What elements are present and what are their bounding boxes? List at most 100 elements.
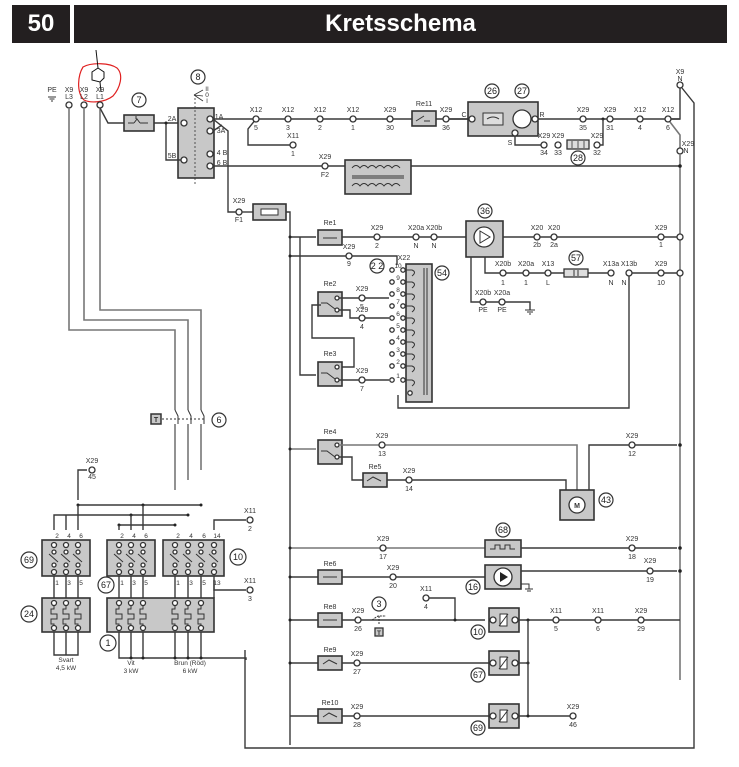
fuse-f1: X29 F1 xyxy=(233,198,291,745)
terminal-id: X29 xyxy=(371,225,384,232)
contactor-pin-bottom: 3 xyxy=(132,580,136,587)
terminal-pin: 6 xyxy=(666,125,670,132)
contactor-pin-bottom: 1 xyxy=(176,580,180,587)
terminal-pin: 29 xyxy=(637,626,645,633)
terminal-pin: 33 xyxy=(554,150,562,157)
terminal-id: X12 xyxy=(282,107,295,114)
heater-terminal xyxy=(50,624,58,632)
terminal-id: X29 xyxy=(440,107,453,114)
terminal-pin: L3 xyxy=(65,94,73,101)
terminal-pin: 7 xyxy=(360,386,364,393)
coil-segment xyxy=(406,365,415,373)
component-number: 1 xyxy=(105,638,110,648)
terminal-id: X12 xyxy=(250,107,263,114)
motor-label: M xyxy=(574,503,580,510)
component-number: 10 xyxy=(473,627,483,637)
component-number: 67 xyxy=(101,580,111,590)
component-number: 67 xyxy=(473,670,483,680)
contactor-contact xyxy=(116,549,122,555)
heater-terminal xyxy=(139,624,147,632)
terminal-id: X29 xyxy=(403,468,416,475)
contactor-pin-top: 6 xyxy=(144,533,148,540)
coil-segment xyxy=(406,305,415,313)
heater-terminal xyxy=(184,624,192,632)
heater-element xyxy=(74,606,82,626)
heater-element xyxy=(62,606,70,626)
terminal-pin: 3 xyxy=(248,596,252,603)
terminal-id: X13a xyxy=(603,261,619,268)
terminal-pin: 18 xyxy=(628,554,636,561)
terminal-id: X11 xyxy=(550,608,562,615)
contactor-terminal xyxy=(127,541,135,549)
terminal-id: X29 xyxy=(351,651,364,658)
heater-power: 6 kW xyxy=(183,668,199,675)
contactor-pin-bottom: 5 xyxy=(144,580,148,587)
terminal-id: X12 xyxy=(662,107,675,114)
x22-pin-terminal xyxy=(389,315,395,321)
contactor-pin-bottom: 3 xyxy=(67,580,71,587)
red-annotation xyxy=(78,49,122,103)
terminal-pin: 13 xyxy=(378,451,386,458)
connector-label: X22 xyxy=(398,255,411,262)
contactor-switch xyxy=(72,553,83,563)
x22-pin-terminal xyxy=(400,377,406,383)
contactor-terminal xyxy=(62,568,70,576)
terminal-pin: 2a xyxy=(550,242,558,249)
contactor-switch xyxy=(208,553,219,563)
coil-segment xyxy=(406,317,415,325)
x22-pin-number: 8 xyxy=(396,287,400,294)
contactor-terminal xyxy=(115,541,123,549)
contactor-terminal xyxy=(210,541,218,549)
relay-label: Re8 xyxy=(324,604,337,611)
terminal-pin: F1 xyxy=(235,217,243,224)
contactor-contact xyxy=(172,549,178,555)
x22-pin-terminal xyxy=(389,327,395,333)
terminal-id: X29 xyxy=(351,704,364,711)
terminal-pin: N xyxy=(608,280,613,287)
terminal-id: X20b xyxy=(426,225,442,232)
pin-label: C xyxy=(461,112,466,119)
terminal-pin: 1 xyxy=(659,242,663,249)
coil-segment xyxy=(406,379,415,387)
terminal-pin: 2 xyxy=(248,526,252,533)
component-number: 68 xyxy=(498,525,508,535)
heater-element xyxy=(50,606,58,626)
terminal-id: X29 xyxy=(538,133,551,140)
component-7: 7 xyxy=(123,92,178,132)
contact-label: 5B xyxy=(168,153,177,160)
pin-label: R xyxy=(539,112,544,119)
pump-36: 36 Re1 X29 2 X20a N X20b N X20 2b X20 2a… xyxy=(288,203,684,409)
contactor-pin-top: 2 xyxy=(176,533,180,540)
component-number: 57 xyxy=(571,253,581,263)
x22-pin-terminal xyxy=(400,267,406,273)
x22-pin-terminal xyxy=(389,303,395,309)
page-title: Kretsschema xyxy=(74,5,727,43)
coil-segment xyxy=(406,353,415,361)
component-number: 16 xyxy=(468,582,478,592)
terminal-pin: N xyxy=(683,148,688,155)
heater-element xyxy=(139,606,147,626)
x22-pin-number: 5 xyxy=(396,323,400,330)
terminal-pin: 36 xyxy=(442,125,450,132)
terminal-pin: 4 xyxy=(638,125,642,132)
contactor-pin-bottom: 5 xyxy=(79,580,83,587)
heater-color: Vit xyxy=(127,660,135,667)
switch-position: I xyxy=(206,98,208,105)
terminal-pin: 28 xyxy=(353,722,361,729)
heater-terminal xyxy=(171,599,179,607)
x22-pin-number: 10 xyxy=(394,263,402,270)
component-16-row: Re6 X29 20 16 X29 19 xyxy=(288,558,682,595)
heater-element xyxy=(127,606,135,626)
relay-label: Re6 xyxy=(324,561,337,568)
heater-terminal xyxy=(115,599,123,607)
x22-pin-number: 3 xyxy=(396,347,400,354)
contactor-contact xyxy=(128,549,134,555)
component-number: 69 xyxy=(24,555,34,565)
component-number: 7 xyxy=(136,95,141,105)
terminal-id: X29 xyxy=(567,704,580,711)
x22-pin-terminal xyxy=(400,327,406,333)
terminal-pin: N xyxy=(431,243,436,250)
terminal-id: X13b xyxy=(621,261,637,268)
